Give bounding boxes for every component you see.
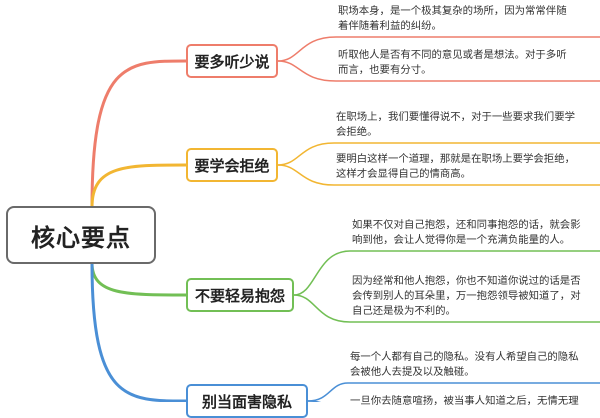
- link-root-branch-2: [90, 163, 187, 208]
- link-branch-2-note-1: [277, 142, 600, 166]
- link-root-branch-1: [90, 59, 187, 208]
- connector-layer: [90, 36, 600, 402]
- link-branch-1-note-2: [277, 60, 600, 82]
- link-branch-4-note-2: [307, 400, 322, 402]
- branch-node-2[interactable]: 要学会拒绝: [186, 148, 278, 182]
- note-2-1: 在职场上，我们要懂得说不，对于一些要求我们要学会拒绝。: [336, 111, 575, 138]
- link-branch-2-note-2: [277, 164, 600, 186]
- link-branch-3-note-1: [293, 250, 600, 296]
- link-branch-4-note-1: [307, 382, 600, 402]
- branch-node-4[interactable]: 别当面害隐私: [186, 384, 308, 418]
- link-branch-3-note-2: [293, 294, 600, 323]
- note-3-1: 如果不仅对自己抱怨，还和同事抱怨的话，就会影响到他，会让人觉得你是一个充满负能量…: [352, 219, 581, 246]
- link-root-branch-4: [90, 262, 187, 402]
- branch-node-1[interactable]: 要多听少说: [186, 44, 278, 78]
- note-1-2: 听取他人是否有不同的意见或者是想法。对于多听而言，也要有分寸。: [338, 49, 567, 76]
- note-1-1: 职场本身，是一个极其复杂的场所，因为常常伴随着伴随着利益的纠纷。: [338, 5, 567, 32]
- branch-node-3[interactable]: 不要轻易抱怨: [186, 278, 294, 312]
- mind-map: 核心要点 要多听少说 要学会拒绝 不要轻易抱怨 别当面害隐私 职场本身，是一个极…: [6, 5, 600, 418]
- link-branch-1-note-1: [277, 36, 600, 62]
- root-node[interactable]: 核心要点: [6, 206, 156, 264]
- note-4-1: 每一个人都有自己的隐私。没有人希望自己的隐私会被他人去提及以及触碰。: [350, 351, 579, 378]
- note-2-2: 要明白这样一个道理，那就是在职场上要学会拒绝，这样才会显得自己的情商高。: [336, 153, 575, 180]
- link-root-branch-3: [90, 262, 187, 297]
- note-3-2: 因为经常和他人抱怨，你也不知道你说过的话是否会传到别人的耳朵里，万一抱怨领导被知…: [352, 275, 581, 317]
